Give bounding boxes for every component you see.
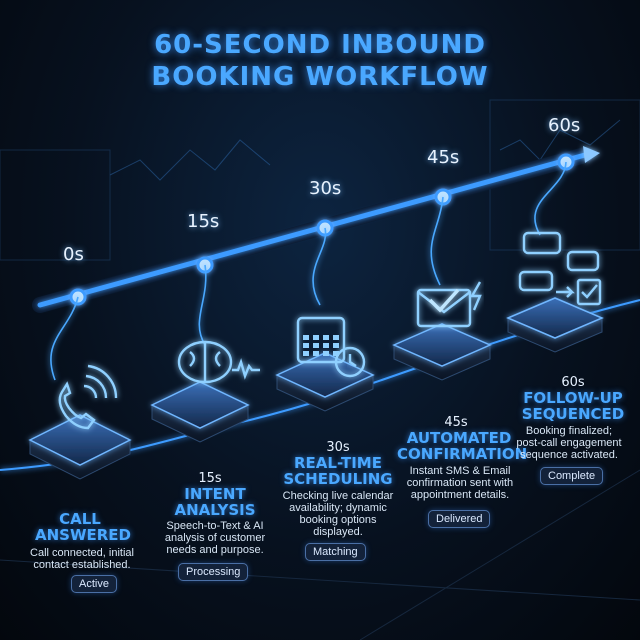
step-5-pad <box>506 297 604 353</box>
step-pads <box>28 231 604 480</box>
timeline-arrow-icon <box>583 146 600 163</box>
step-5-status-badge: Complete <box>540 467 604 485</box>
ai-brain-icon <box>177 340 260 384</box>
tick-label-30s: 30s <box>309 178 342 199</box>
step-1-title-line-2: ANSWERED <box>35 526 132 544</box>
step-4-pad <box>392 323 492 381</box>
step-2-time: 15s <box>198 471 222 486</box>
envelope-check-icon <box>416 281 482 328</box>
page-title-line-2: BOOKING WORKFLOW <box>151 62 489 92</box>
calendar-clock-icon <box>296 316 366 378</box>
step-1-title-line-1: CALL <box>59 510 101 528</box>
step-1-description: Call connected, initial contact establis… <box>30 547 134 571</box>
floor-grid <box>0 469 640 640</box>
step-1-status-badge: Active <box>71 575 117 593</box>
connector-lines <box>50 161 567 381</box>
timeline-tick-dots <box>69 153 575 306</box>
tick-label-0s: 0s <box>63 244 84 265</box>
step-2-title-line-2: ANALYSIS <box>174 501 256 519</box>
step-2-pad <box>150 381 250 443</box>
step-4-time: 45s <box>444 415 468 430</box>
step-5-title-line-1: FOLLOW-UP <box>523 389 623 407</box>
tick-label-60s: 60s <box>548 115 581 136</box>
phone-icon <box>58 364 118 430</box>
step-2-status-badge: Processing <box>178 563 249 581</box>
page-title-line-1: 60-SECOND INBOUND <box>154 30 486 60</box>
step-5-title-line-2: SEQUENCED <box>521 405 625 423</box>
step-3-time: 30s <box>326 440 350 455</box>
step-1-pad <box>28 414 132 480</box>
step-2-title-line-1: INTENT <box>184 485 246 503</box>
chat-checklist-icon <box>518 231 602 306</box>
step-3-title-line-1: REAL-TIME <box>294 454 382 472</box>
step-4-status-badge: Delivered <box>428 510 491 528</box>
step-4-title-line-2: CONFIRMATION <box>397 445 528 463</box>
step-2-description: Speech-to-Text & AI analysis of customer… <box>164 520 266 556</box>
step-5-description: Booking finalized; post-call engagement … <box>516 425 622 461</box>
tick-label-15s: 15s <box>187 211 220 232</box>
step-5-time: 60s <box>561 375 585 390</box>
step-3-description: Checking live calendar availability; dyn… <box>282 490 394 538</box>
step-3-status-badge: Matching <box>305 543 366 561</box>
step-3-pad <box>275 352 375 412</box>
tick-label-45s: 45s <box>427 147 460 168</box>
step-3-title-line-2: SCHEDULING <box>283 470 393 488</box>
step-4-title-line-1: AUTOMATED <box>406 429 512 447</box>
step-4-description: Instant SMS & Email confirmation sent wi… <box>406 465 514 501</box>
